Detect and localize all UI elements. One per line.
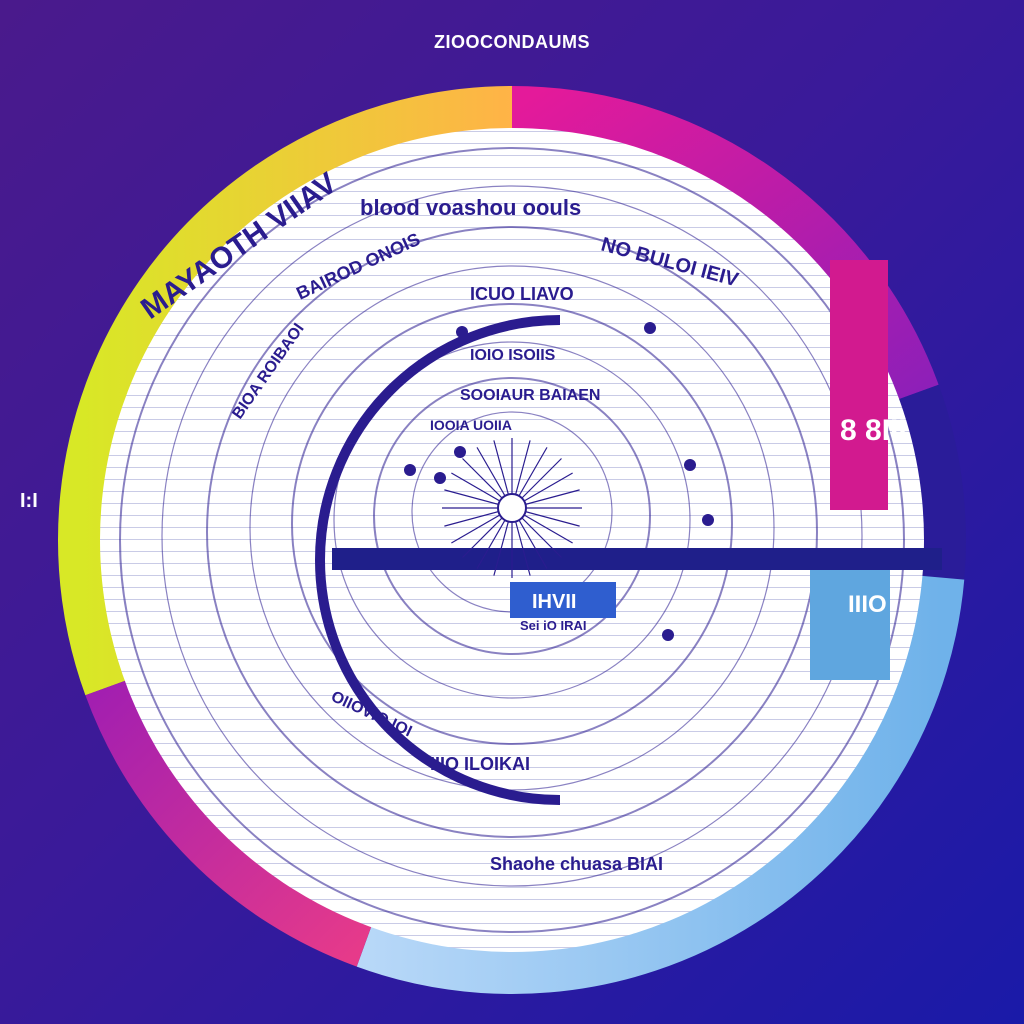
ring-line [119,147,905,933]
marker-dot [644,322,656,334]
horizontal-band [332,548,942,570]
right-tab-text: 8 8III [840,414,907,447]
ring-segment-yellow [58,86,513,696]
ring-line [161,185,863,887]
left-label: I:I [20,490,38,512]
marker-dot [684,459,696,471]
ring-line [373,377,651,655]
marker-dot [454,446,466,458]
marker-dot [702,514,714,526]
ring-label: IOIO ISOIIS [470,347,556,364]
lower-right-tab [810,570,890,680]
ring-label: Shaohe chuasa BIAI [490,854,663,874]
center-badge [510,582,616,618]
marker-dot [456,326,468,338]
ring-segment-purple [85,678,374,967]
ring-label: SOOIAUR BAIAEN [460,387,600,404]
ring-line [291,303,733,745]
concentric-rings [119,147,905,933]
marker-dots [404,322,714,641]
ring-line [249,265,775,791]
ring-line [333,341,691,699]
inner-arc [315,315,561,805]
outer-color-ring [58,86,966,994]
hub-center [497,493,527,523]
ring-label: Sei iO IRAI [520,618,586,633]
ring-label: blood voashou oouls [360,195,581,220]
ring-label: IOOIA UOIIA [430,417,512,433]
ring-line [206,226,818,838]
marker-dot [434,472,446,484]
center-badge-text: IHVII [532,591,576,613]
marker-dot [662,629,674,641]
right-tab [830,260,888,510]
ring-label: IIIO ILOIKAI [430,754,530,774]
lower-right-tab-text: IIIO [848,591,887,618]
ring-label: ICUO LIAVO [470,284,574,304]
top-label: ZIOOCONDAUMS [434,32,590,52]
marker-dot [404,464,416,476]
ring-segment-light-blue [356,575,965,994]
